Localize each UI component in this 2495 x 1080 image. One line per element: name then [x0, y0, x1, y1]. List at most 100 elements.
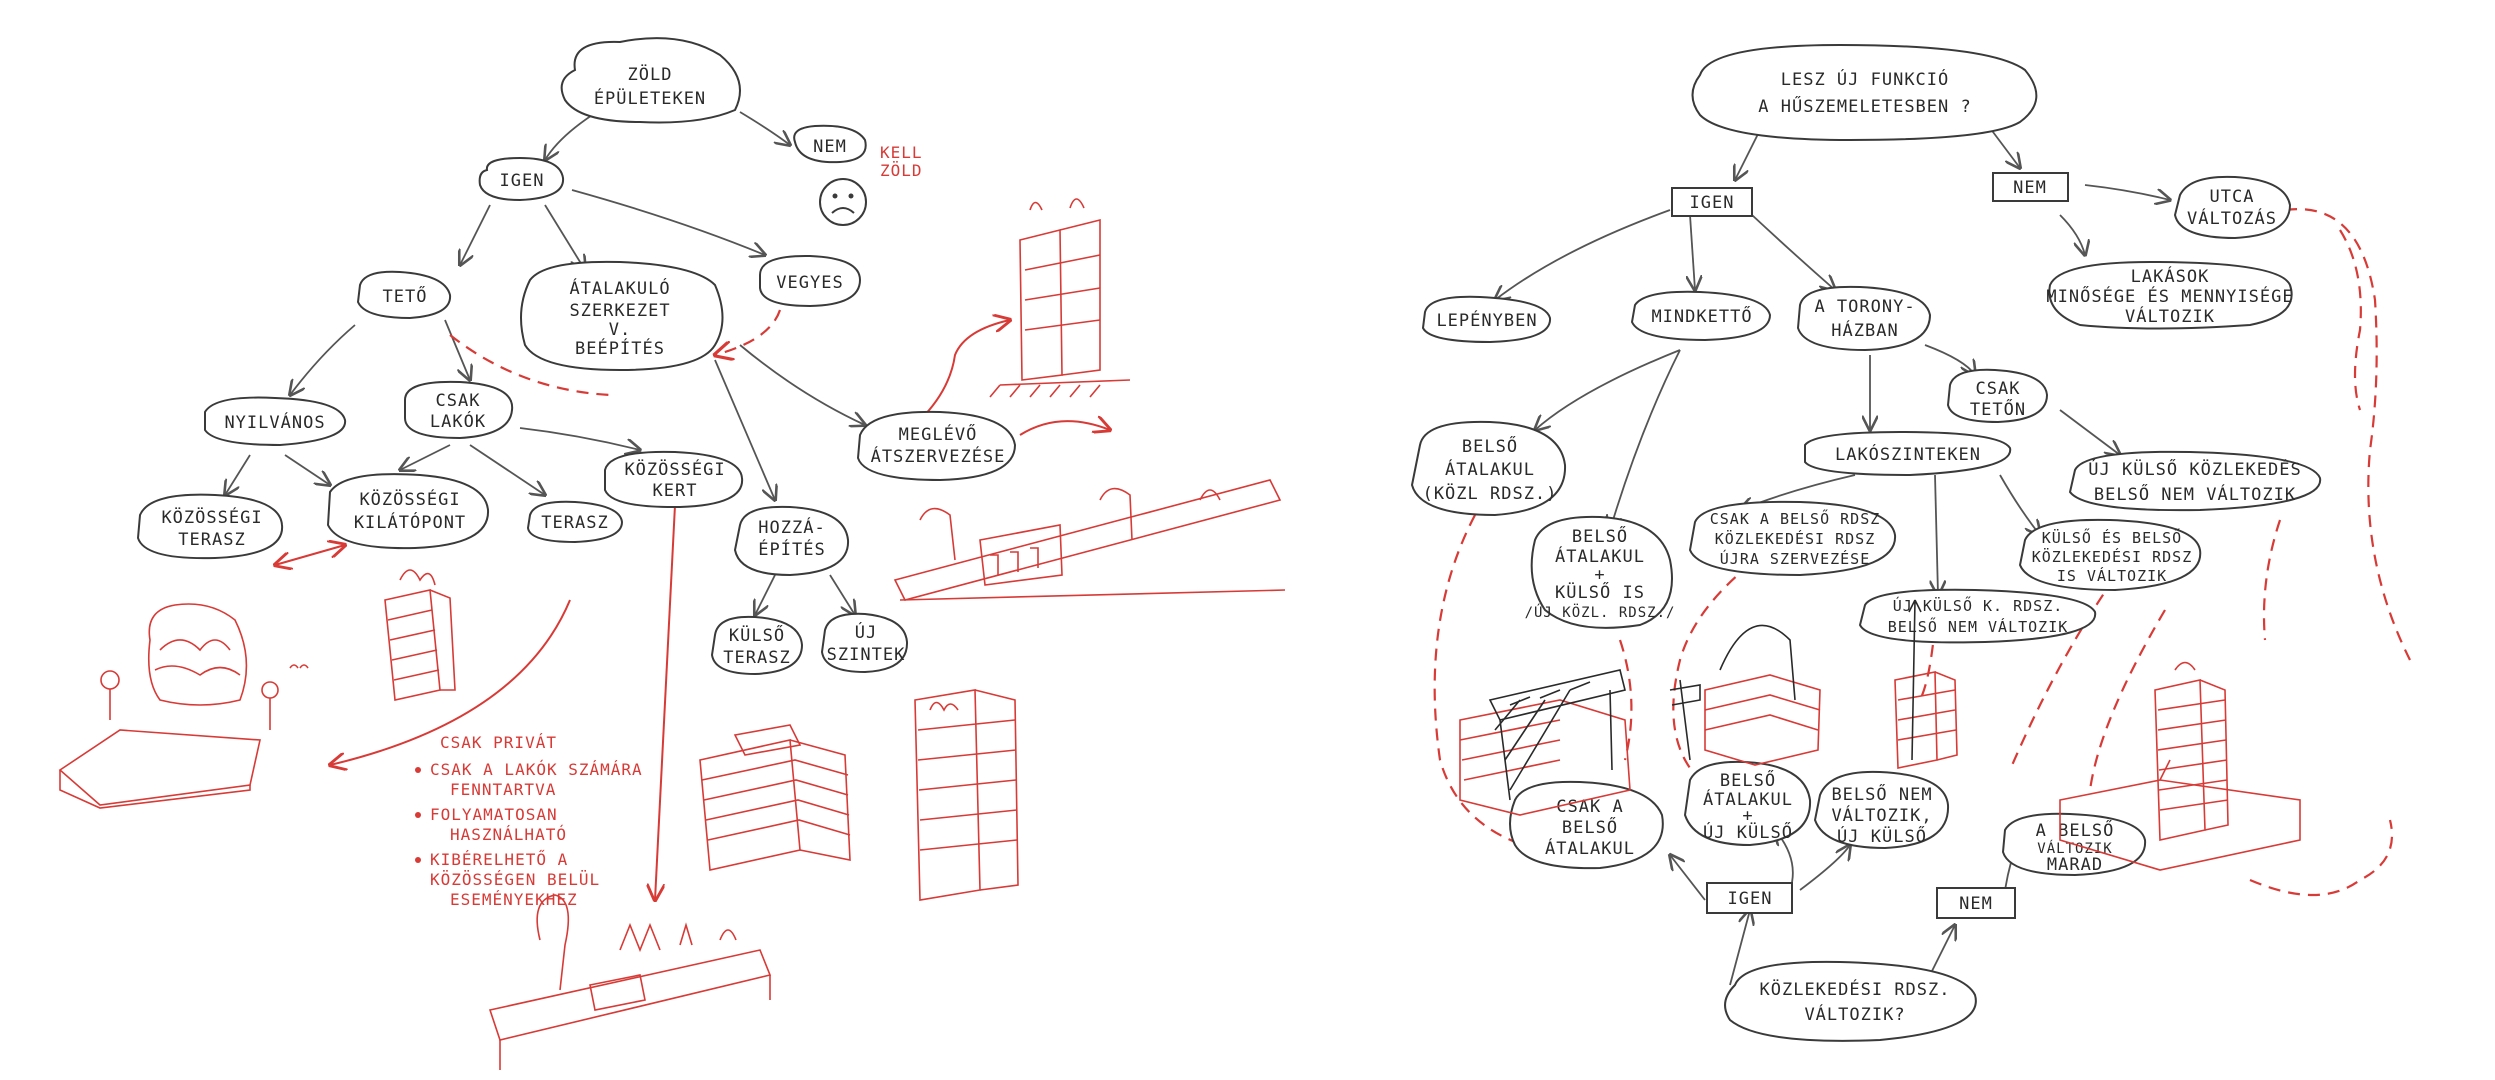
- svg-text:UTCA: UTCA: [2210, 187, 2255, 207]
- svg-text:A BELSŐ: A BELSŐ: [2036, 819, 2115, 841]
- svg-text:ÁTALAKUL: ÁTALAKUL: [1703, 788, 1793, 810]
- svg-text:IGEN: IGEN: [500, 171, 545, 191]
- node-nem-bottom: NEM: [1936, 887, 2016, 919]
- sketch-tower-small: [384, 569, 456, 701]
- svg-text:NYILVÁNOS: NYILVÁNOS: [224, 411, 325, 433]
- svg-text:ÁTALAKUL: ÁTALAKUL: [1445, 458, 1535, 480]
- sketch-pavilion-gate: [1459, 669, 1631, 816]
- svg-text:CSAK: CSAK: [436, 391, 481, 411]
- sketch-building-slab: [699, 724, 851, 871]
- node-igen-bottom: IGEN: [1706, 882, 1793, 914]
- node-uj-kulso-kozlekedes: ÚJ KÜLSŐ KÖZLEKEDÉS BELSŐ NEM VÁLTOZIK: [2068, 450, 2322, 512]
- svg-text:VÁLTOZIK?: VÁLTOZIK?: [1804, 1003, 1905, 1025]
- svg-text:LAKÓK: LAKÓK: [430, 410, 486, 432]
- node-csak-teton: CSAK TETŐN: [1946, 368, 2049, 424]
- node-csak-a-belso-atalakul: CSAK A BELSŐ ÁTALAKUL: [1509, 780, 1664, 870]
- svg-text:MARAD: MARAD: [2047, 855, 2103, 875]
- svg-text:CSAK A: CSAK A: [1556, 797, 1623, 817]
- svg-text:CSAK PRIVÁT: CSAK PRIVÁT: [440, 733, 557, 752]
- svg-text:KÖZÖSSÉGI: KÖZÖSSÉGI: [161, 506, 262, 528]
- node-kozossegi-kert: KÖZÖSSÉGI KERT: [604, 450, 744, 509]
- svg-text:VÁLTOZIK: VÁLTOZIK: [2125, 305, 2215, 327]
- note-kell: KELL: [880, 143, 923, 162]
- svg-text:HOZZÁ-: HOZZÁ-: [758, 516, 825, 538]
- svg-text:FENNTARTVA: FENNTARTVA: [450, 780, 556, 799]
- svg-text:KÜLSŐ IS: KÜLSŐ IS: [1555, 581, 1645, 603]
- svg-text:BELSŐ: BELSŐ: [1572, 525, 1628, 547]
- svg-text:BELSŐ: BELSŐ: [1720, 769, 1776, 791]
- node-nyilvanos: NYILVÁNOS: [204, 396, 347, 447]
- sketch-terrace-platform: [58, 603, 309, 809]
- svg-text:ÁTALAKUL: ÁTALAKUL: [1555, 545, 1645, 567]
- node-belso-atalakul-kulso: BELSŐ ÁTALAKUL + KÜLSŐ IS /ÚJ KÖZL. RDSZ…: [1525, 515, 1676, 629]
- node-uj-kulso-k-rdsz: ÚJ KÜLSŐ K. RDSZ. BELSŐ NEM VÁLTOZIK: [1858, 588, 2097, 644]
- svg-text:SZINTEK: SZINTEK: [827, 645, 906, 665]
- svg-text:ÉPÍTÉS: ÉPÍTÉS: [758, 538, 825, 560]
- node-kozossegi-kilatopont: KÖZÖSSÉGI KILÁTÓPONT: [326, 473, 490, 550]
- left-diagram: ZÖLD ÉPÜLETEKEN NEM KELL ZÖLD IGEN TETŐ …: [58, 37, 1286, 1070]
- svg-text:ÚJ: ÚJ: [855, 621, 877, 643]
- svg-text:KÖZÖSSÉGI: KÖZÖSSÉGI: [359, 488, 460, 510]
- svg-text:ÚJ KÜLSŐ KÖZLEKEDÉS: ÚJ KÜLSŐ KÖZLEKEDÉS: [2088, 458, 2301, 480]
- svg-text:KIBÉRELHETŐ A: KIBÉRELHETŐ A: [430, 849, 568, 869]
- svg-text:KÖZLEKEDÉSI RDSZ: KÖZLEKEDÉSI RDSZ: [1715, 529, 1876, 548]
- svg-text:TERASZ: TERASZ: [723, 648, 790, 668]
- svg-text:KÖZLEKEDÉSI RDSZ: KÖZLEKEDÉSI RDSZ: [2032, 547, 2193, 566]
- node-mindketto: MINDKETTŐ: [1630, 290, 1772, 342]
- svg-text:NEM: NEM: [2013, 178, 2047, 198]
- right-diagram: LESZ ÚJ FUNKCIÓ A HŰSZEMELETESBEN ? IGEN…: [1410, 43, 2411, 1042]
- svg-text:MINŐSÉGE ÉS MENNYISÉGE: MINŐSÉGE ÉS MENNYISÉGE: [2046, 285, 2293, 307]
- node-zold-epuleteken: ZÖLD ÉPÜLETEKEN: [560, 37, 741, 124]
- svg-text:ZÖLD: ZÖLD: [628, 63, 673, 85]
- svg-text:+: +: [1742, 806, 1753, 826]
- node-hozzaepites: HOZZÁ- ÉPÍTÉS: [733, 505, 850, 577]
- svg-text:LAKÓSZINTEKEN: LAKÓSZINTEKEN: [1835, 443, 1981, 465]
- svg-text:ÚJRA SZERVEZÉSE: ÚJRA SZERVEZÉSE: [1720, 549, 1870, 568]
- svg-text:KÜLSŐ: KÜLSŐ: [729, 624, 785, 646]
- svg-text:BELSŐ NEM VÁLTOZIK: BELSŐ NEM VÁLTOZIK: [2094, 483, 2296, 505]
- node-belso-atalakul-uj-kulso: BELSŐ ÁTALAKUL + ÚJ KÜLSŐ: [1683, 760, 1812, 847]
- svg-text:ÁTSZERVEZÉSE: ÁTSZERVEZÉSE: [871, 445, 1006, 467]
- svg-text:KÖZLEKEDÉSI RDSZ.: KÖZLEKEDÉSI RDSZ.: [1760, 978, 1951, 1000]
- sketch-tower-mid-right: [1894, 599, 1958, 769]
- node-kulso-es-belso: KÜLSŐ ÉS BELSŐ KÖZLEKEDÉSI RDSZ IS VÁLTO…: [2018, 518, 2202, 592]
- svg-text:CSAK: CSAK: [1976, 379, 2021, 399]
- left-arrows: [225, 109, 865, 615]
- node-atalakulo: ÁTALAKULÓ SZERKEZET V. BEÉPÍTÉS: [520, 260, 724, 372]
- svg-text:IGEN: IGEN: [1690, 193, 1735, 213]
- svg-text:A HŰSZEMELETESBEN ?: A HŰSZEMELETESBEN ?: [1758, 95, 1971, 117]
- node-meglevo: MEGLÉVŐ ÁTSZERVEZÉSE: [856, 410, 1017, 482]
- svg-text:KÖZÖSSÉGI: KÖZÖSSÉGI: [624, 458, 725, 480]
- node-kulso-terasz: KÜLSŐ TERASZ: [710, 615, 804, 676]
- svg-text:BELSŐ NEM VÁLTOZIK: BELSŐ NEM VÁLTOZIK: [1888, 616, 2069, 636]
- svg-text:IS VÁLTOZIK: IS VÁLTOZIK: [2057, 566, 2167, 585]
- node-uj-szintek: ÚJ SZINTEK: [820, 612, 909, 674]
- svg-text:CSAK A LAKÓK SZÁMÁRA: CSAK A LAKÓK SZÁMÁRA: [430, 760, 643, 779]
- svg-text:KÜLSŐ ÉS BELSŐ: KÜLSŐ ÉS BELSŐ: [2042, 527, 2182, 547]
- node-belso-nem-valtozik: BELSŐ NEM VÁLTOZIK, ÚJ KÜLSŐ: [1813, 770, 1950, 850]
- sketch-rooftop-garden: [488, 894, 772, 1070]
- svg-text:ÁTALAKUL: ÁTALAKUL: [1545, 837, 1635, 859]
- svg-text:VÁLTOZIK: VÁLTOZIK: [2037, 840, 2112, 857]
- svg-text:+: +: [1594, 565, 1605, 585]
- svg-text:IGEN: IGEN: [1728, 889, 1773, 909]
- svg-text:KILÁTÓPONT: KILÁTÓPONT: [354, 511, 466, 533]
- svg-text:KÖZÖSSÉGEN BELÜL: KÖZÖSSÉGEN BELÜL: [430, 870, 600, 889]
- left-notes: CSAK PRIVÁT CSAK A LAKÓK SZÁMÁRA FENNTAR…: [415, 733, 643, 909]
- svg-text:(KÖZL RDSZ.): (KÖZL RDSZ.): [1423, 482, 1558, 504]
- svg-text:VÁLTOZIK,: VÁLTOZIK,: [1831, 804, 1932, 826]
- svg-text:V.: V.: [609, 320, 631, 340]
- svg-text:MINDKETTŐ: MINDKETTŐ: [1651, 305, 1752, 327]
- svg-text:MEGLÉVŐ: MEGLÉVŐ: [899, 423, 978, 445]
- svg-text:ÚJ KÜLSŐ: ÚJ KÜLSŐ: [1703, 821, 1793, 843]
- svg-text:BEÉPÍTÉS: BEÉPÍTÉS: [575, 337, 665, 359]
- sad-face-icon: [819, 178, 867, 226]
- svg-text:/ÚJ KÖZL. RDSZ./: /ÚJ KÖZL. RDSZ./: [1525, 603, 1676, 621]
- svg-text:NEM: NEM: [813, 137, 847, 157]
- svg-text:CSAK A BELSŐ RDSZ: CSAK A BELSŐ RDSZ: [1710, 508, 1881, 528]
- sketch-building-tall: [914, 689, 1019, 901]
- svg-text:TERASZ: TERASZ: [541, 513, 608, 533]
- node-toronyhazban: A TORONY- HÁZBAN: [1796, 285, 1932, 352]
- svg-text:FOLYAMATOSAN: FOLYAMATOSAN: [430, 805, 558, 824]
